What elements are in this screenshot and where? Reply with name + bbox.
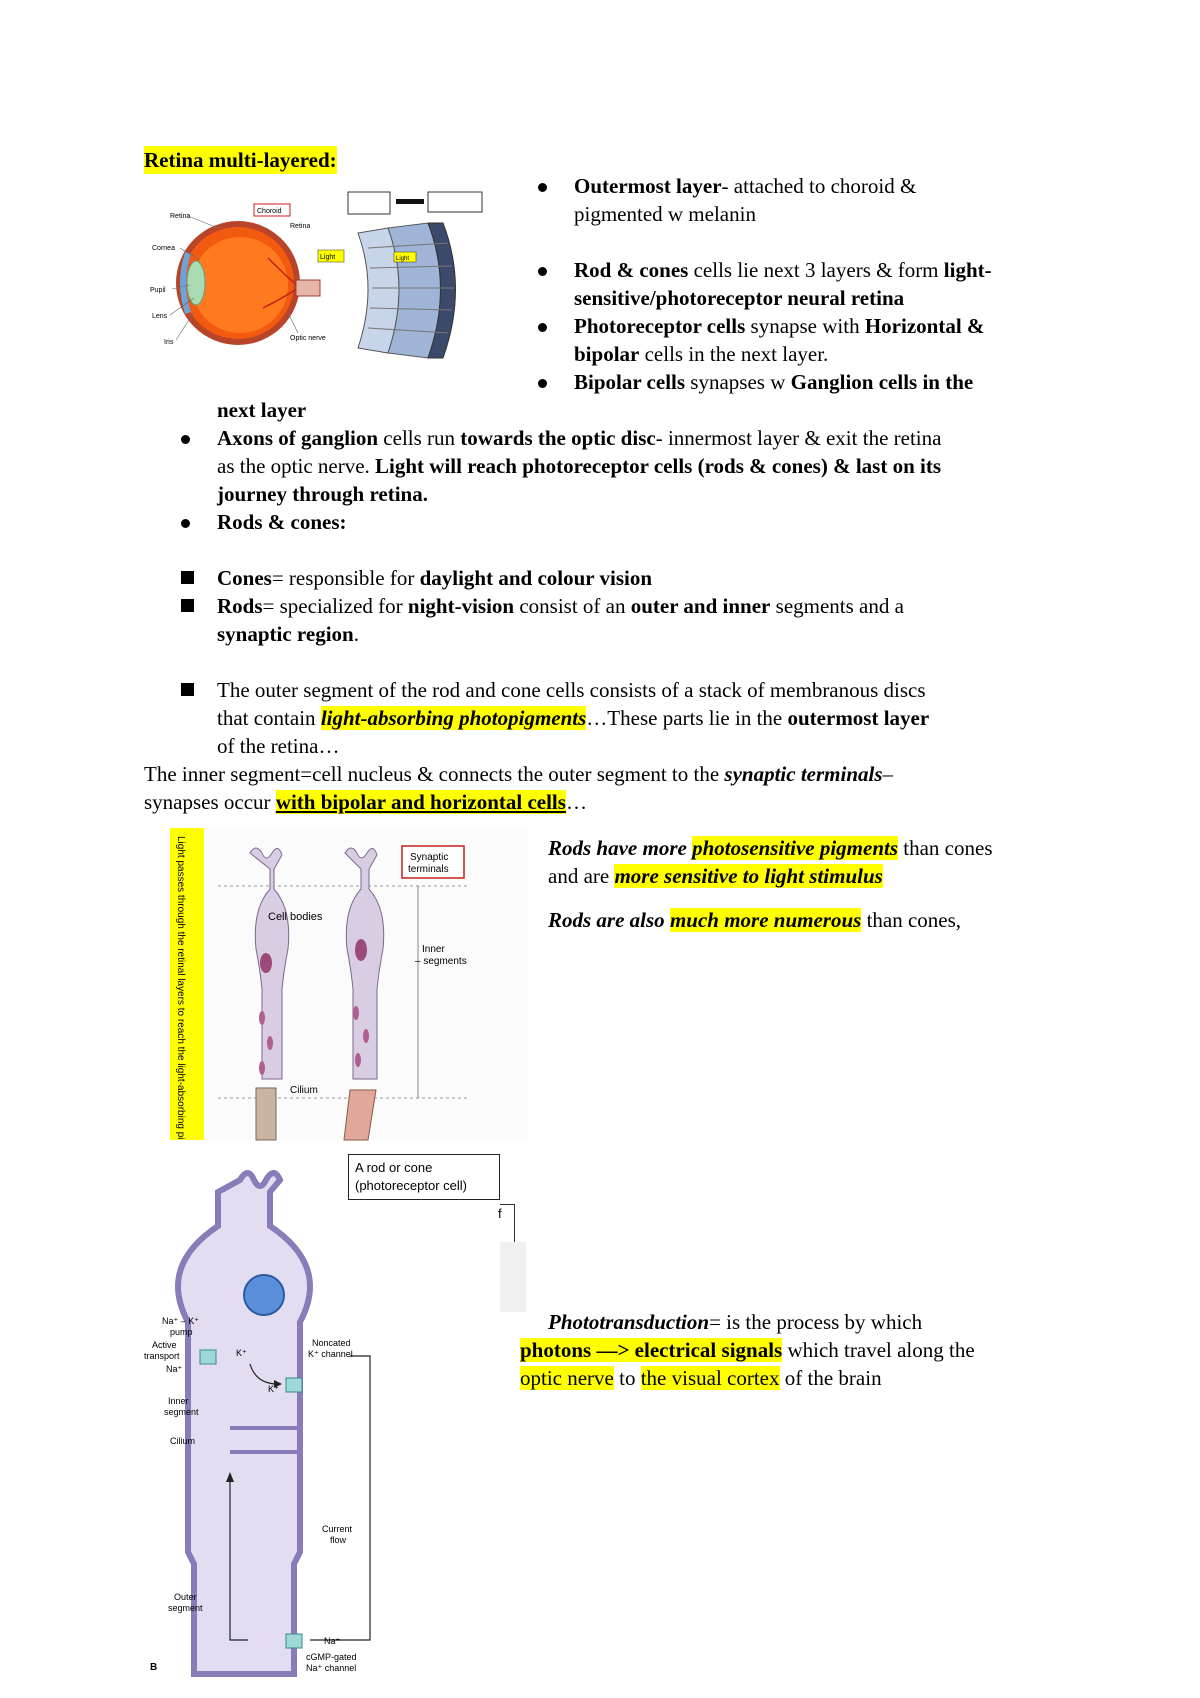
heading: Retina multi-layered: <box>144 146 337 174</box>
svg-text:transport: transport <box>144 1351 180 1361</box>
bullet-bipolar: Bipolar cells synapses w Ganglion cells … <box>574 370 974 394</box>
svg-text:Active: Active <box>152 1340 177 1350</box>
svg-text:Cell bodies: Cell bodies <box>268 911 323 923</box>
svg-text:Cornea: Cornea <box>152 245 175 252</box>
svg-text:K⁺ channel: K⁺ channel <box>308 1349 353 1359</box>
eye-diagram: Light Light Choroid Retina Retina Cornea… <box>150 191 483 359</box>
svg-text:K⁺: K⁺ <box>268 1384 279 1394</box>
bullet-rods-cones-heading: Rods & cones: <box>217 510 347 534</box>
svg-text:segment: segment <box>164 1407 199 1417</box>
inner-segment-text: The inner segment=cell nucleus & connect… <box>144 762 894 786</box>
svg-text:Outer: Outer <box>174 1592 197 1602</box>
svg-text:Optic nerve: Optic nerve <box>290 335 326 342</box>
svg-text:Cilium: Cilium <box>170 1436 195 1446</box>
bullet-outermost: Outermost layer- attached to choroid & <box>574 174 917 198</box>
bullet-rod-cones: Rod & cones cells lie next 3 layers & fo… <box>574 258 992 282</box>
square-cones: Cones= responsible for daylight and colo… <box>217 566 653 590</box>
svg-text:B: B <box>150 1662 157 1673</box>
svg-text:Na⁺: Na⁺ <box>166 1364 183 1374</box>
svg-text:Retina: Retina <box>170 213 190 220</box>
svg-text:– segments: – segments <box>415 956 467 967</box>
square-outer-segment: The outer segment of the rod and cone ce… <box>217 678 926 702</box>
retina-layers-zoom <box>357 222 456 359</box>
svg-text:segment: segment <box>168 1603 203 1613</box>
bracket-box: f <box>498 1204 515 1244</box>
rod-cone-diagram: Light passes through the retinal layers … <box>170 828 528 1158</box>
phototransduction-line2: photons —> electrical signals which trav… <box>520 1338 975 1362</box>
rods-facts-line1: Rods have more photosensitive pigments t… <box>548 836 993 860</box>
svg-text:Retina: Retina <box>290 223 310 230</box>
svg-text:Light: Light <box>396 256 409 262</box>
svg-text:Na⁺ – K⁺: Na⁺ – K⁺ <box>162 1316 199 1326</box>
rods-facts-line2: Rods are also much more numerous than co… <box>548 908 962 932</box>
svg-text:Inner: Inner <box>422 944 445 955</box>
svg-text:Current: Current <box>322 1524 353 1534</box>
phototransduction-line3: optic nerve to the visual cortex of the … <box>520 1366 882 1390</box>
bullet-photoreceptor: Photoreceptor cells synapse with Horizon… <box>574 314 985 338</box>
svg-text:Light passes through the retin: Light passes through the retinal layers … <box>175 836 186 1140</box>
figure-caption-box: A rod or cone (photoreceptor cell) <box>348 1154 500 1200</box>
svg-text:Choroid: Choroid <box>257 208 282 215</box>
bullet-axons: Axons of ganglion cells run towards the … <box>217 426 942 450</box>
svg-text:K⁺: K⁺ <box>236 1348 247 1358</box>
svg-text:Light: Light <box>320 254 335 261</box>
svg-text:pump: pump <box>170 1327 193 1337</box>
svg-text:Iris: Iris <box>164 339 174 346</box>
svg-text:Cilium: Cilium <box>290 1085 318 1096</box>
phototransduction-line1: Phototransduction= is the process by whi… <box>548 1310 923 1334</box>
svg-text:cGMP-gated: cGMP-gated <box>306 1652 357 1662</box>
svg-text:Pupil: Pupil <box>150 287 166 294</box>
square-rods: Rods= specialized for night-vision consi… <box>217 594 904 618</box>
svg-text:Synaptic: Synaptic <box>410 852 448 863</box>
svg-text:Lens: Lens <box>152 313 168 320</box>
svg-text:Na⁺ channel: Na⁺ channel <box>306 1663 356 1673</box>
svg-text:flow: flow <box>330 1535 347 1545</box>
svg-text:Inner: Inner <box>168 1396 189 1406</box>
svg-text:terminals: terminals <box>408 864 449 875</box>
ion-channel-diagram: Na⁺ – K⁺ pump Active transport Na⁺ K⁺ K⁺… <box>144 1170 371 1677</box>
svg-text:Noncated: Noncated <box>312 1338 351 1348</box>
svg-text:Na⁺: Na⁺ <box>324 1636 341 1646</box>
